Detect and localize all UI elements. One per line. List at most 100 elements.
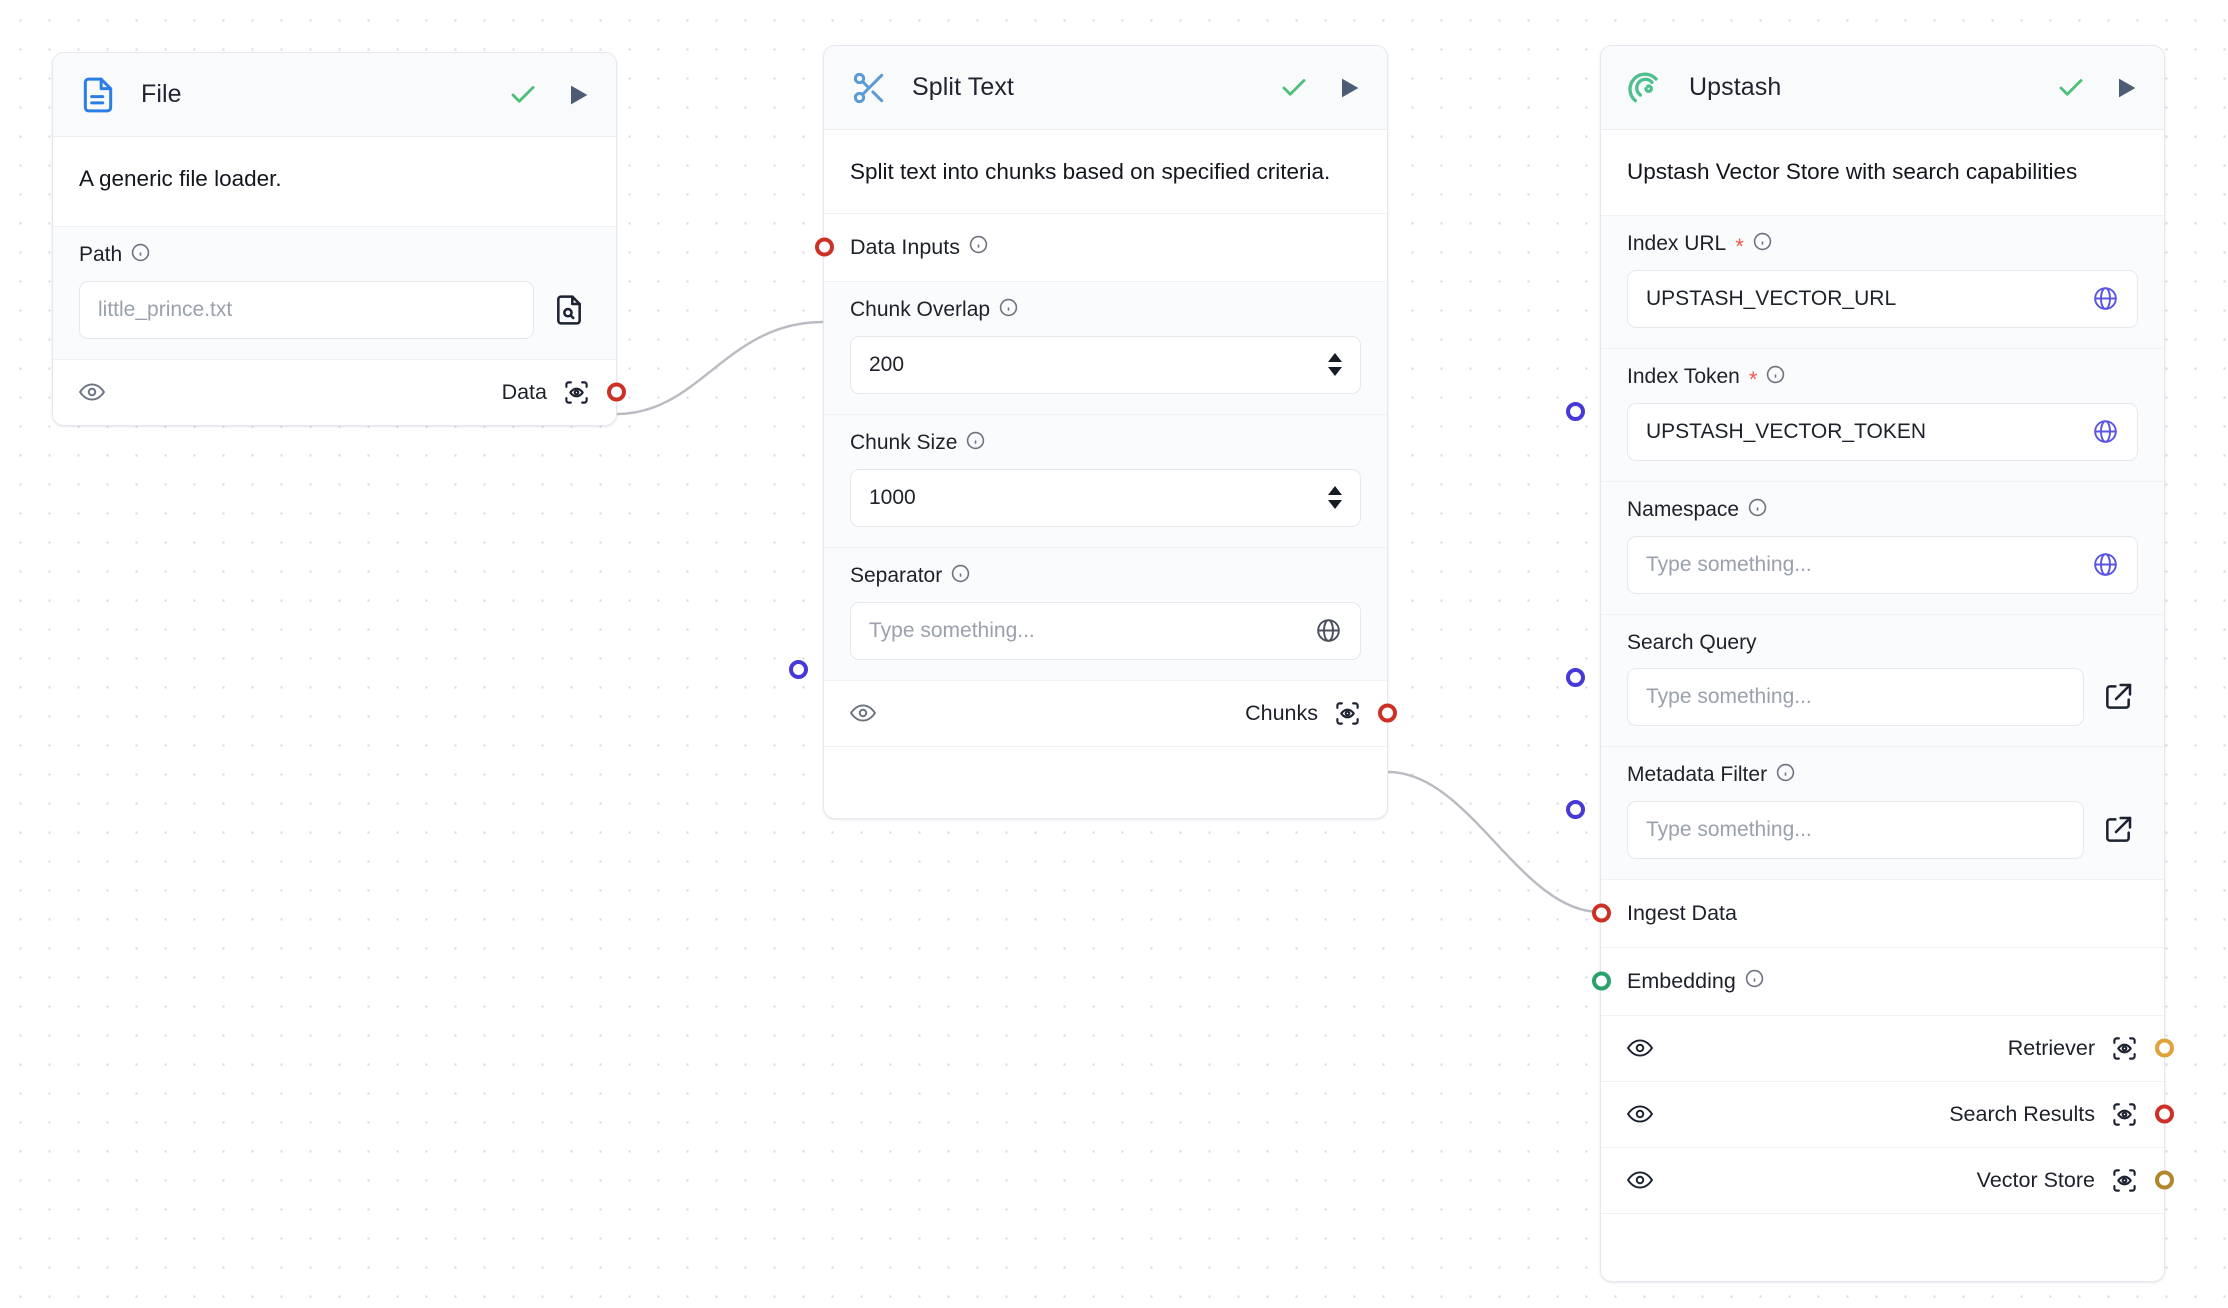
check-icon[interactable] (2056, 73, 2086, 103)
file-path-row: Path little_prince.txt (53, 225, 616, 359)
index-url-input[interactable]: UPSTASH_VECTOR_URL (1627, 269, 2138, 328)
output-handle-chunks[interactable] (1377, 703, 1397, 723)
index-token-label: Index Token (1627, 365, 1740, 389)
index-token-input[interactable]: UPSTASH_VECTOR_TOKEN (1627, 402, 2138, 461)
split-text-chunk-size-row: Chunk Size 1000 (824, 413, 1387, 547)
chunk-size-input[interactable]: 1000 (850, 468, 1361, 527)
input-handle-search-query[interactable] (1565, 667, 1585, 687)
input-handle-index-token[interactable] (1565, 401, 1585, 421)
eye-icon[interactable] (1627, 1167, 1653, 1193)
upstash-node-header: Upstash (1601, 46, 2164, 130)
search-results-output-label: Search Results (1949, 1101, 2095, 1126)
globe-icon[interactable] (2092, 551, 2119, 578)
file-path-label: Path (79, 243, 123, 267)
separator-input[interactable]: Type something... (850, 601, 1361, 660)
info-icon[interactable] (969, 235, 988, 260)
input-handle-separator[interactable] (788, 659, 808, 679)
eye-icon[interactable] (850, 700, 876, 726)
upstash-metadata-filter-row: Metadata Filter Type something... (1565, 745, 2164, 879)
index-token-value: UPSTASH_VECTOR_TOKEN (1646, 419, 1927, 443)
scan-eye-icon[interactable] (2111, 1167, 2138, 1194)
split-text-separator-row: Separator Type something... (788, 546, 1387, 680)
file-path-input[interactable]: little_prince.txt (79, 280, 534, 339)
check-icon[interactable] (508, 80, 538, 110)
info-icon[interactable] (1776, 763, 1795, 788)
split-text-node-header: Split Text (824, 46, 1387, 130)
play-icon[interactable] (1335, 74, 1363, 102)
index-url-value: UPSTASH_VECTOR_URL (1646, 286, 1897, 310)
eye-icon[interactable] (79, 379, 105, 405)
globe-icon[interactable] (2092, 418, 2119, 445)
node-split-text[interactable]: Split Text Split text into chunks based … (788, 45, 1397, 819)
output-handle-vector-store[interactable] (2154, 1170, 2174, 1190)
input-handle-data-inputs[interactable] (814, 237, 834, 257)
upstash-search-query-row: Search Query Type something... (1565, 613, 2164, 746)
scan-eye-icon[interactable] (2111, 1101, 2138, 1128)
split-text-node-description: Split text into chunks based on specifie… (850, 159, 1331, 184)
external-link-icon[interactable] (2098, 810, 2138, 850)
output-handle-data[interactable] (606, 382, 626, 402)
play-icon[interactable] (2112, 74, 2140, 102)
split-text-chunk-overlap-row: Chunk Overlap 200 (824, 280, 1387, 414)
file-output-row-data: Data (53, 358, 626, 425)
upstash-output-row-retriever: Retriever (1601, 1014, 2174, 1081)
eye-icon[interactable] (1627, 1101, 1653, 1127)
output-handle-search-results[interactable] (2154, 1104, 2174, 1124)
node-file[interactable]: File A generic file loader. Path li (52, 52, 626, 426)
upstash-index-url-row: Index URL * UPSTASH_VECTOR_URL (1601, 214, 2164, 348)
ingest-data-label: Ingest Data (1627, 900, 1737, 925)
upstash-index-token-row: Index Token * UPSTASH_VECTOR_TOKEN (1565, 347, 2164, 481)
scan-eye-icon[interactable] (1334, 700, 1361, 727)
retriever-output-label: Retriever (2007, 1035, 2095, 1060)
file-search-icon[interactable] (548, 289, 590, 331)
metadata-filter-value: Type something... (1646, 817, 1812, 841)
input-handle-embedding[interactable] (1591, 971, 1611, 991)
info-icon[interactable] (1748, 498, 1767, 523)
globe-icon[interactable] (1315, 617, 1342, 644)
upstash-footer (1601, 1212, 2164, 1281)
file-path-label-group: Path (79, 243, 590, 268)
info-icon[interactable] (966, 431, 985, 456)
chunk-overlap-input[interactable]: 200 (850, 335, 1361, 394)
data-inputs-label: Data Inputs (850, 234, 960, 259)
external-link-icon[interactable] (2098, 677, 2138, 717)
scan-eye-icon[interactable] (563, 379, 590, 406)
play-icon[interactable] (564, 81, 592, 109)
output-handle-retriever[interactable] (2154, 1038, 2174, 1058)
upstash-output-row-vector-store: Vector Store (1601, 1146, 2174, 1213)
eye-icon[interactable] (1627, 1035, 1653, 1061)
chunks-output-label: Chunks (1245, 700, 1318, 725)
input-handle-ingest-data[interactable] (1591, 903, 1611, 923)
info-icon[interactable] (1766, 365, 1785, 390)
scan-eye-icon[interactable] (2111, 1035, 2138, 1062)
upstash-node-title: Upstash (1689, 73, 1782, 101)
node-upstash[interactable]: Upstash Upstash Vector Store with search… (1565, 45, 2174, 1282)
info-icon[interactable] (1745, 969, 1764, 994)
index-url-label: Index URL (1627, 232, 1727, 256)
info-icon[interactable] (131, 243, 150, 268)
globe-icon[interactable] (2092, 285, 2119, 312)
file-output-label: Data (501, 379, 547, 404)
split-text-node-title: Split Text (912, 73, 1014, 101)
namespace-label: Namespace (1627, 498, 1740, 522)
chunk-size-stepper[interactable] (1328, 486, 1342, 510)
upstash-input-row-embedding: Embedding (1591, 946, 2164, 1015)
check-icon[interactable] (1279, 73, 1309, 103)
file-node-description: A generic file loader. (79, 166, 282, 191)
search-query-value: Type something... (1646, 684, 1812, 708)
info-icon[interactable] (951, 564, 970, 589)
chunk-overlap-stepper[interactable] (1328, 353, 1342, 377)
search-query-input[interactable]: Type something... (1627, 667, 2084, 726)
upstash-output-row-search-results: Search Results (1601, 1080, 2174, 1147)
file-node-title: File (141, 80, 182, 108)
input-handle-metadata-filter[interactable] (1565, 799, 1585, 819)
metadata-filter-input[interactable]: Type something... (1627, 800, 2084, 859)
file-text-icon (77, 74, 119, 116)
namespace-input[interactable]: Type something... (1627, 535, 2138, 594)
split-text-output-row-chunks: Chunks (824, 679, 1397, 746)
info-icon[interactable] (1753, 232, 1772, 257)
upstash-namespace-row: Namespace Type something... (1601, 480, 2164, 614)
info-icon[interactable] (999, 298, 1018, 323)
separator-label: Separator (850, 564, 943, 588)
